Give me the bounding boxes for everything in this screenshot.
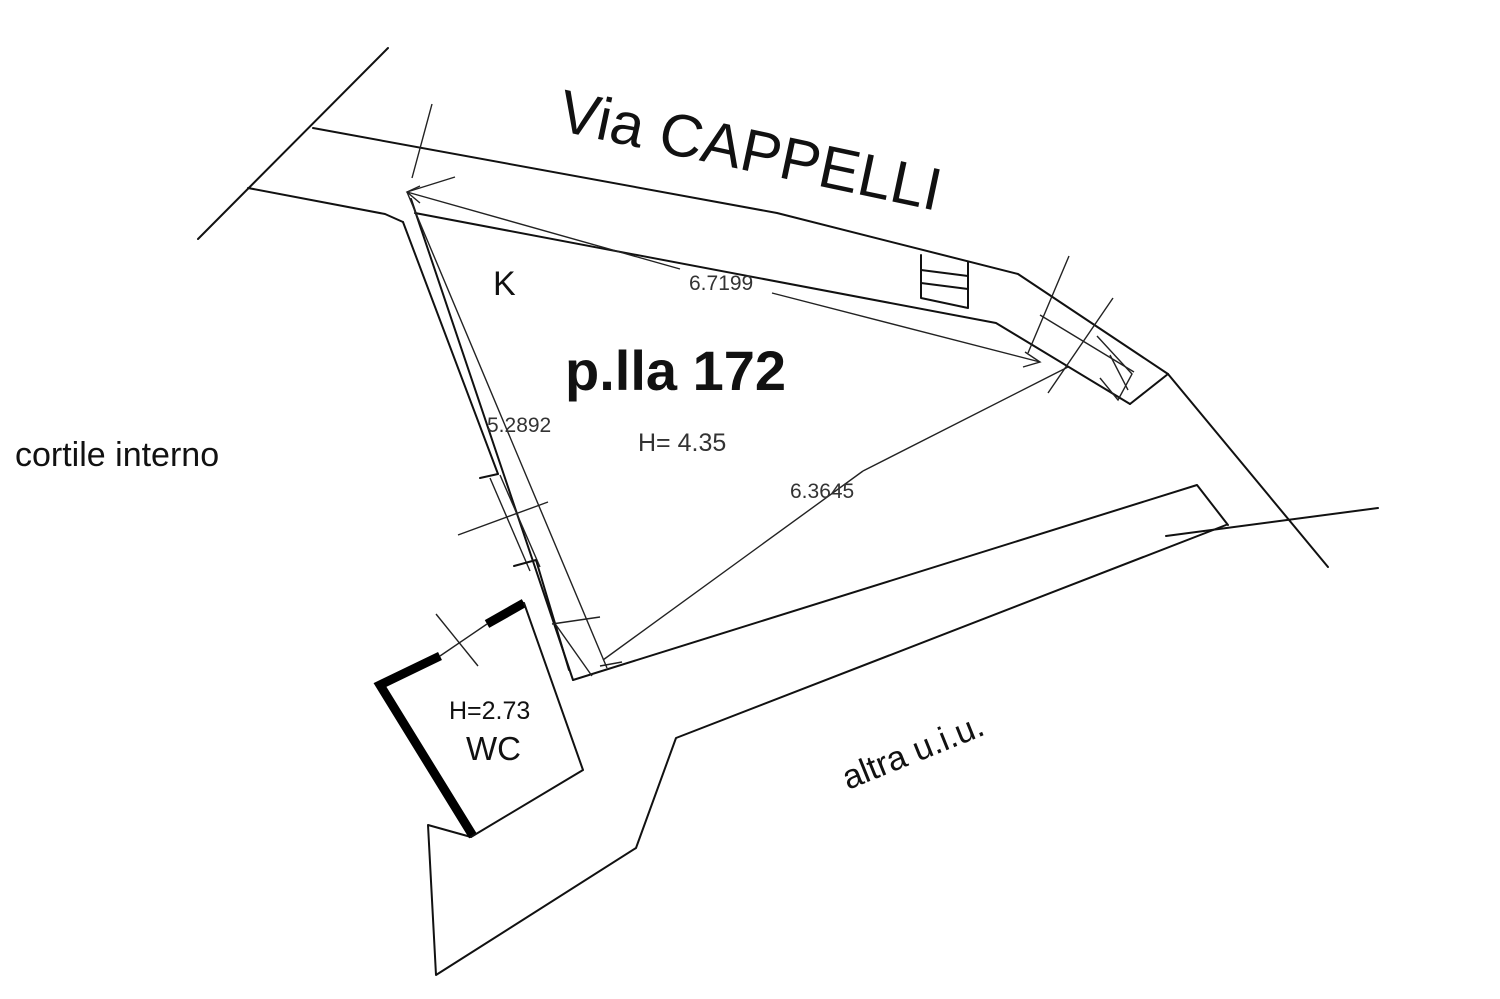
parcel-label: p.lla 172: [565, 339, 786, 402]
street-lines: [197, 47, 1169, 375]
building-outline: [427, 373, 1379, 976]
room-k-walls: [402, 198, 1131, 681]
courtyard-label: cortile interno: [15, 436, 219, 474]
dimension-lines: [405, 103, 1069, 677]
room-k-label: K: [493, 265, 516, 303]
corner-detail: [1027, 255, 1135, 402]
dimension-top: 6.7199: [689, 272, 753, 295]
wc-height-label: H=2.73: [449, 697, 530, 725]
wc-walls: [373, 599, 584, 839]
other-unit-label: altra u.i.u.: [837, 706, 990, 797]
dimension-bottom: 6.3645: [790, 480, 854, 503]
room-height-label: H= 4.35: [638, 429, 726, 457]
wc-label: WC: [466, 730, 521, 767]
street-name: Via CAPPELLI: [553, 77, 948, 223]
dimension-left: 5.2892: [487, 414, 551, 437]
